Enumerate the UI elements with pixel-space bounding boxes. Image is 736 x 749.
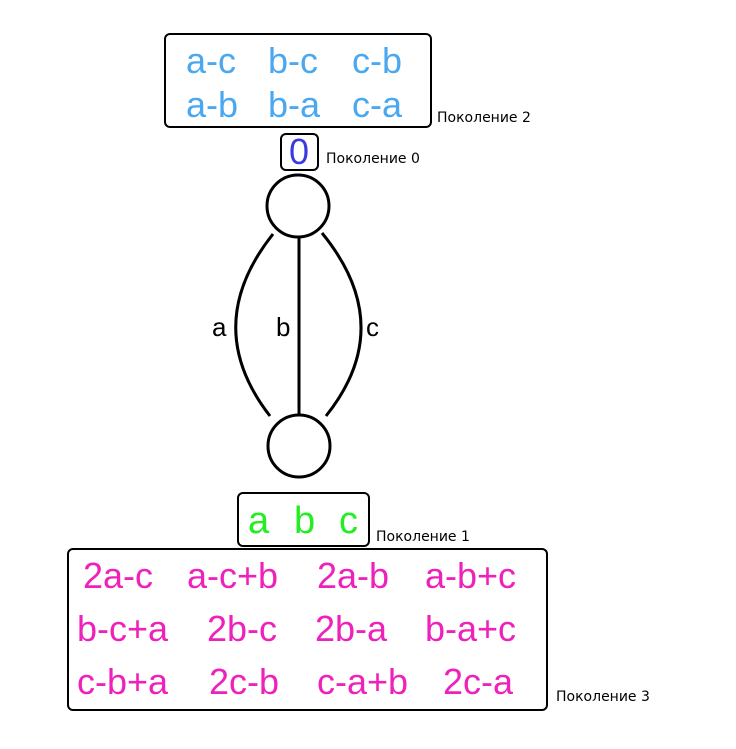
gen3-item: 2b-a xyxy=(315,608,388,649)
gen0-item: 0 xyxy=(289,131,310,172)
gen1-item: a xyxy=(248,500,270,542)
gen2-item: b-c xyxy=(268,40,319,81)
gen3-item: 2b-c xyxy=(207,608,278,649)
gen2-item: c-a xyxy=(352,84,403,125)
generation-0-box: 0 xyxy=(280,133,319,171)
bottom-vertex xyxy=(266,413,332,479)
generation-3-box: 2a-c a-c+b 2a-b a-b+c b-c+a 2b-c 2b-a b-… xyxy=(67,548,548,711)
gen3-item: a-c+b xyxy=(187,555,279,596)
edge-label-a: a xyxy=(212,312,227,342)
gen3-item: c-b+a xyxy=(77,661,169,702)
gen3-item: a-b+c xyxy=(425,555,517,596)
gen2-item: a-c xyxy=(186,40,237,81)
generation-2-label: Поколение 2 xyxy=(437,110,531,126)
gen2-item: c-b xyxy=(352,40,403,81)
generation-1-box: a b c xyxy=(237,492,370,547)
generation-1-label: Поколение 1 xyxy=(376,529,470,545)
generation-3-label: Поколение 3 xyxy=(556,689,650,705)
gen3-item: b-a+c xyxy=(425,608,517,649)
gen3-item: c-a+b xyxy=(317,661,409,702)
gen3-item: 2c-b xyxy=(209,661,280,702)
generation-0-label: Поколение 0 xyxy=(326,151,420,167)
gen1-item: c xyxy=(339,500,358,542)
gen2-item: b-a xyxy=(268,84,321,125)
gen2-item: a-b xyxy=(186,84,239,125)
top-vertex xyxy=(265,173,331,239)
edge-label-b: b xyxy=(276,312,291,342)
gen1-item: b xyxy=(294,500,316,542)
edge-c xyxy=(320,232,363,417)
gen3-item: 2a-c xyxy=(83,555,154,596)
gen3-item: 2c-a xyxy=(443,661,514,702)
edge-label-c: c xyxy=(366,312,379,342)
edge-a xyxy=(234,233,275,417)
generation-2-box: a-c b-c c-b a-b b-a c-a xyxy=(164,33,432,128)
gen3-item: b-c+a xyxy=(77,608,169,649)
gen3-item: 2a-b xyxy=(317,555,390,596)
